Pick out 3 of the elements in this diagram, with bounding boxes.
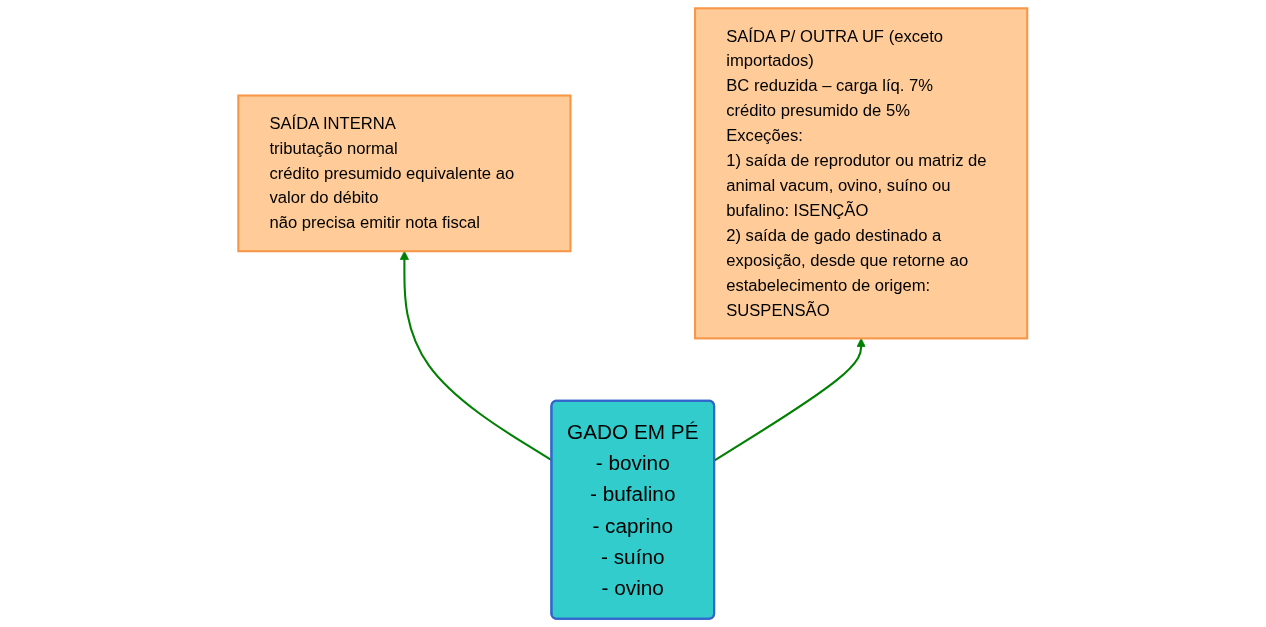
node-box: SAÍDA INTERNA tributação normal crédito presumido equivalente ao valor do débito não precisa emitir nota fiscal	[237, 94, 572, 253]
arrow	[714, 338, 866, 462]
node-box: SAÍDA P/ OUTRA UF (exceto importados) BC reduzida – carga líq. 7% crédito presumido de 5% Exceções: 1) saída de reprodutor ou matriz de animal vacum, ovino, suíno ou bufalino: ISENÇÃO 2) saída de gado destinado a exposição, desde que retorne ao estabelecimento de origem: SUSPENSÃO	[694, 7, 1029, 340]
